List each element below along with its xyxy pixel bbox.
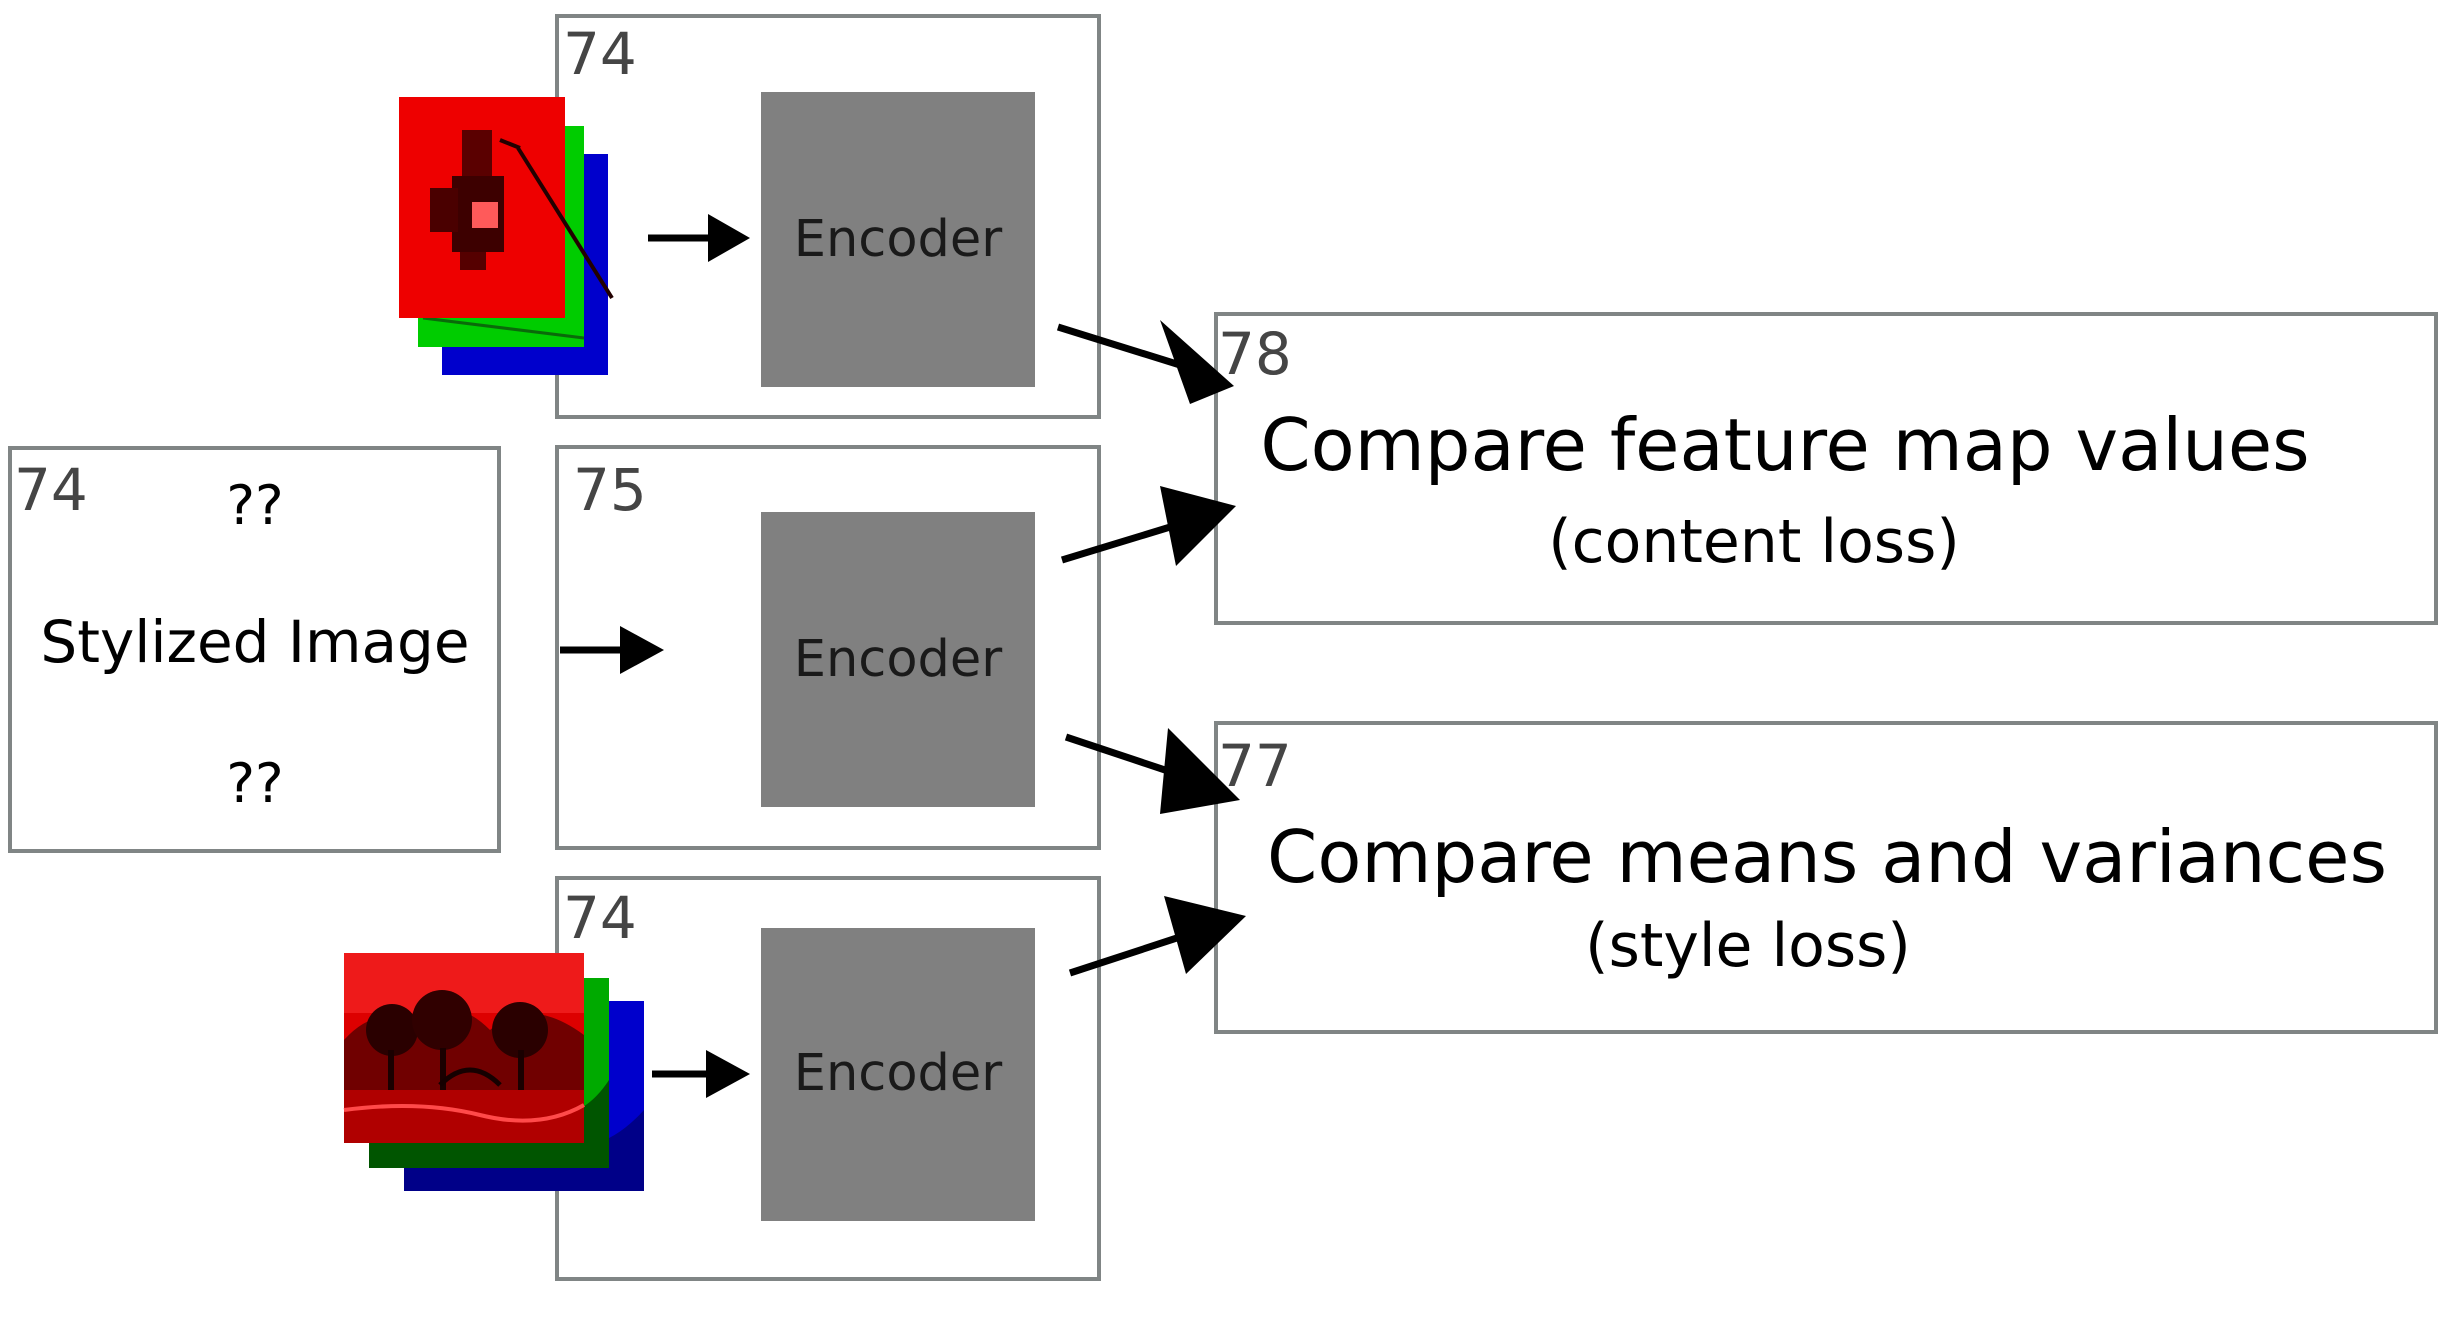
encoder-middle-label: Encoder (794, 630, 1003, 689)
style-loss-title: Compare means and variances (1267, 815, 2387, 899)
style-image-painting (343, 953, 585, 1143)
style-loss-subtitle: (style loss) (1585, 911, 1911, 981)
style-image-rgb-stack (343, 953, 644, 1191)
encoder-block-bottom (761, 928, 1035, 1221)
encoder-top-label: Encoder (794, 210, 1003, 269)
input-arrow-bottom (652, 1050, 750, 1098)
encoder-top-number: 74 (563, 20, 637, 88)
input-arrow-middle (560, 626, 664, 674)
encoder-group-top: 74 Encoder (555, 14, 1101, 419)
style-loss-number: 77 (1218, 732, 1292, 800)
stylized-image-number: 74 (14, 456, 88, 524)
encoder-group-bottom: 74 Encoder (555, 876, 1101, 1281)
arrow-bottom-to-style (1068, 896, 1246, 977)
content-image-green-detail (422, 316, 585, 340)
input-arrow-top (648, 214, 750, 262)
arrow-middle-to-style (1064, 728, 1240, 814)
arrow-top-to-content (1056, 320, 1234, 404)
style-loss-box: 77 Compare means and variances (style lo… (1214, 721, 2438, 1034)
content-loss-number: 78 (1218, 320, 1292, 388)
encoder-middle-number: 75 (573, 456, 647, 524)
stylized-image-bottom-placeholder: ?? (226, 752, 283, 815)
stylized-image-label: Stylized Image (40, 608, 469, 676)
content-image-rgb-stack (399, 97, 614, 375)
stylized-image-top-placeholder: ?? (226, 474, 283, 537)
content-loss-subtitle: (content loss) (1548, 507, 1960, 577)
encoder-bottom-number: 74 (563, 884, 637, 952)
encoder-block-top (761, 92, 1035, 387)
content-loss-box: 78 Compare feature map values (content l… (1214, 312, 2438, 625)
stylized-image-box: 74 ?? Stylized Image ?? (8, 446, 501, 853)
content-loss-title: Compare feature map values (1260, 403, 2309, 487)
content-image-object (430, 130, 614, 300)
encoder-bottom-label: Encoder (794, 1044, 1003, 1103)
encoder-block-middle (761, 512, 1035, 807)
style-loss-frame (1214, 721, 2438, 1034)
encoder-group-middle: 75 Encoder (555, 445, 1101, 850)
content-loss-frame (1214, 312, 2438, 625)
arrow-middle-to-content (1060, 486, 1236, 566)
stylized-image-frame (8, 446, 501, 853)
